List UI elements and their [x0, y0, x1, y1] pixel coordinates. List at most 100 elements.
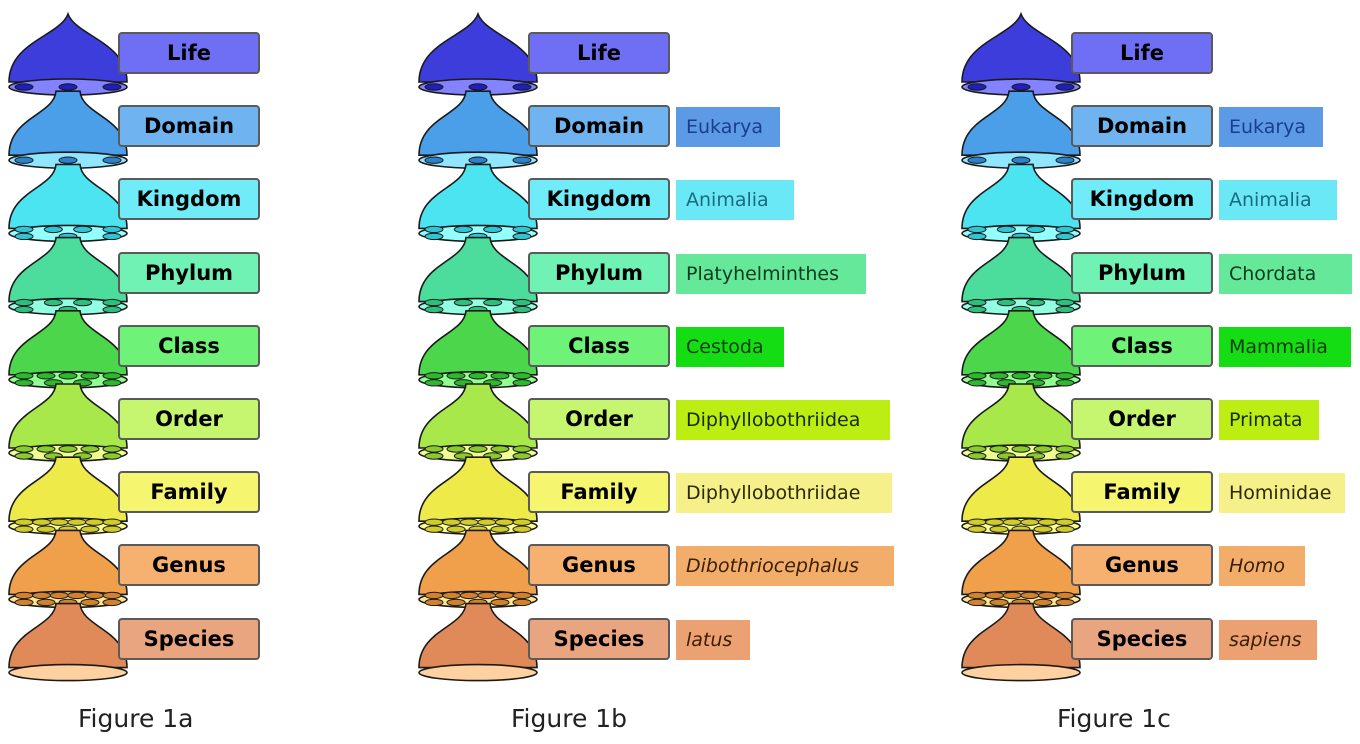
bell-body: [418, 11, 538, 83]
subgroup-oval: [102, 445, 122, 453]
rank-label-class: Class: [528, 324, 670, 367]
subgroup-oval: [1055, 598, 1075, 607]
subgroup-oval: [424, 298, 444, 307]
bell-genus: [961, 529, 1081, 609]
subgroup-oval: [1033, 598, 1053, 607]
subgroup-oval: [1011, 156, 1031, 164]
bell-body: [961, 163, 1081, 230]
subgroup-oval: [967, 305, 987, 314]
subgroup-oval: [14, 452, 34, 460]
subgroup-oval: [14, 83, 34, 91]
bell-body: [418, 456, 538, 522]
bell-body: [961, 11, 1081, 83]
taxon-species: sapiens: [1219, 619, 1317, 660]
subgroup-oval: [80, 598, 100, 607]
subgroup-oval: [442, 591, 462, 600]
subgroup-oval: [490, 525, 510, 533]
subgroup-oval: [1011, 445, 1031, 453]
subgroup-oval: [1055, 445, 1075, 453]
taxon-genus: Dibothriocephalus: [676, 546, 894, 587]
subgroup-oval: [453, 298, 473, 307]
bell-body: [8, 11, 128, 83]
taxon-kingdom: Animalia: [1219, 180, 1337, 221]
subgroup-oval: [483, 225, 503, 234]
taxon-class: Cestoda: [676, 326, 784, 367]
subgroup-oval: [1055, 591, 1075, 600]
subgroup-oval: [967, 156, 987, 164]
subgroup-oval: [967, 379, 987, 387]
subgroup-oval: [102, 518, 122, 526]
subgroup-oval: [1033, 372, 1053, 380]
subgroup-oval: [512, 298, 532, 307]
subgroup-oval: [102, 305, 122, 314]
bell-body: [8, 163, 128, 230]
subgroup-oval: [102, 156, 122, 164]
subgroup-oval: [67, 591, 87, 600]
subgroup-oval: [477, 518, 497, 526]
taxon-phylum: Chordata: [1219, 253, 1352, 294]
subgroup-oval: [102, 379, 122, 387]
subgroup-oval: [1002, 518, 1022, 526]
bell-body: [961, 310, 1081, 376]
bell-body: [8, 456, 128, 522]
subgroup-oval: [102, 452, 122, 460]
bell-order: [418, 383, 538, 462]
subgroup-oval: [1055, 225, 1075, 234]
taxon-genus: Homo: [1219, 546, 1305, 587]
subgroup-oval: [1011, 83, 1031, 91]
subgroup-oval: [1055, 452, 1075, 460]
subgroup-oval: [58, 156, 78, 164]
bell-phylum: [418, 236, 538, 316]
subgroup-oval: [1055, 379, 1075, 387]
subgroup-oval: [102, 83, 122, 91]
subgroup-oval: [459, 518, 479, 526]
taxon-family: Diphyllobothriidae: [676, 473, 892, 514]
bell-species: [418, 602, 538, 682]
subgroup-oval: [1033, 445, 1053, 453]
rank-label-family: Family: [1071, 471, 1213, 514]
rank-label-kingdom: Kingdom: [1071, 178, 1213, 221]
subgroup-oval: [453, 225, 473, 234]
subgroup-oval: [967, 298, 987, 307]
subgroup-oval: [989, 445, 1009, 453]
rank-label-life: Life: [118, 32, 260, 74]
subgroup-oval: [967, 372, 987, 380]
taxon-domain: Eukarya: [1219, 107, 1323, 148]
bell-body: [961, 602, 1081, 669]
taxon-kingdom: Animalia: [676, 180, 794, 221]
subgroup-oval: [14, 305, 34, 314]
rank-label-species: Species: [118, 617, 260, 660]
bell-body: [418, 236, 538, 303]
subgroup-oval: [967, 445, 987, 453]
bell-base: [961, 663, 1081, 682]
subgroup-oval: [14, 379, 34, 387]
subgroup-oval: [43, 298, 63, 307]
subgroup-oval: [36, 445, 56, 453]
subgroup-oval: [84, 518, 104, 526]
rank-label-genus: Genus: [118, 544, 260, 587]
bell-body: [418, 310, 538, 376]
subgroup-oval: [512, 156, 532, 164]
figure-caption: Figure 1c: [1057, 704, 1171, 733]
subgroup-oval: [424, 445, 444, 453]
rank-label-order: Order: [1071, 398, 1213, 440]
bell-kingdom: [8, 163, 128, 243]
bell-body: [418, 383, 538, 449]
rank-label-class: Class: [1071, 324, 1213, 367]
bell-domain: [8, 90, 128, 169]
subgroup-oval: [1002, 591, 1022, 600]
subgroup-oval: [490, 445, 510, 453]
subgroup-oval: [80, 445, 100, 453]
bell-family: [961, 456, 1081, 536]
subgroup-oval: [14, 591, 34, 600]
rank-label-species: Species: [1071, 617, 1213, 660]
subgroup-oval: [424, 525, 444, 533]
bell-base: [8, 663, 128, 682]
subgroup-oval: [512, 372, 532, 380]
subgroup-oval: [102, 591, 122, 600]
subgroup-oval: [43, 225, 63, 234]
bell-body: [961, 383, 1081, 449]
rank-label-life: Life: [1071, 32, 1213, 74]
bell-life: [418, 11, 538, 96]
subgroup-oval: [446, 598, 466, 607]
